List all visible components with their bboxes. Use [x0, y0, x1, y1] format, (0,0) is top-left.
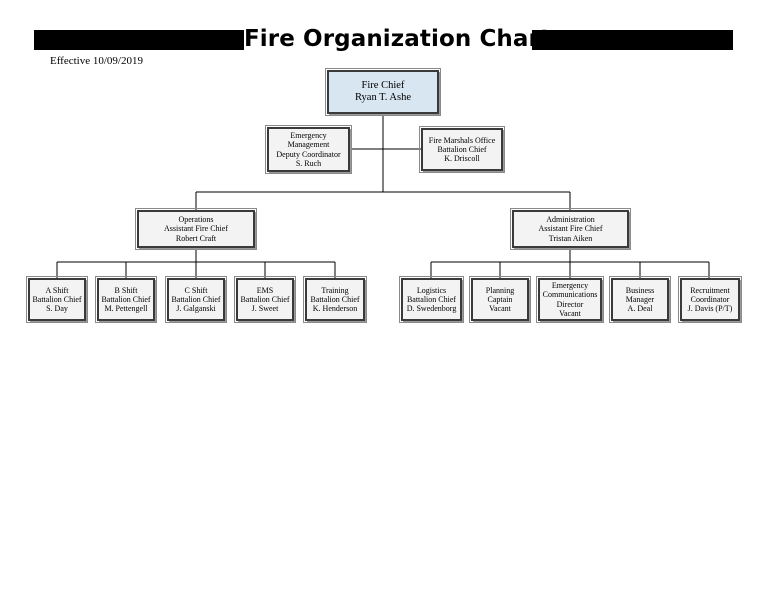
- node-emergency-management-label: Emergency Management Deputy Coordinator …: [276, 130, 341, 168]
- node-b-shift-label: B Shift Battalion Chief M. Pettengell: [101, 285, 151, 314]
- node-recruitment: Recruitment Coordinator J. Davis (P/T): [678, 276, 742, 323]
- node-emergency-communications-label: Emergency Communications Director Vacant: [542, 280, 598, 318]
- node-ems: EMS Battalion Chief J. Sweet: [234, 276, 296, 323]
- node-fire-chief: Fire Chief Ryan T. Ashe: [325, 68, 441, 116]
- node-logistics: Logistics Battalion Chief D. Swedenborg: [399, 276, 464, 323]
- node-a-shift: A Shift Battalion Chief S. Day: [26, 276, 88, 323]
- node-business: Business Manager A. Deal: [609, 276, 671, 323]
- node-business-label: Business Manager A. Deal: [625, 285, 655, 314]
- node-fire-marshals-office: Fire Marshals Office Battalion Chief K. …: [419, 126, 505, 173]
- effective-date: Effective 10/09/2019: [50, 55, 143, 67]
- node-planning-label: Planning Captain Vacant: [485, 285, 515, 314]
- node-recruitment-label: Recruitment Coordinator J. Davis (P/T): [687, 285, 733, 314]
- node-c-shift: C Shift Battalion Chief J. Galganski: [165, 276, 227, 323]
- node-operations: Operations Assistant Fire Chief Robert C…: [135, 208, 257, 250]
- node-emergency-management: Emergency Management Deputy Coordinator …: [265, 125, 352, 174]
- chart-title: Fire Organization Chart: [244, 26, 552, 52]
- node-logistics-label: Logistics Battalion Chief D. Swedenborg: [406, 285, 457, 314]
- node-ems-label: EMS Battalion Chief J. Sweet: [240, 285, 290, 314]
- node-operations-label: Operations Assistant Fire Chief Robert C…: [164, 215, 228, 243]
- node-emergency-communications: Emergency Communications Director Vacant: [536, 276, 604, 323]
- node-fire-chief-label: Fire Chief Ryan T. Ashe: [354, 80, 412, 103]
- node-administration: Administration Assistant Fire Chief Tris…: [510, 208, 631, 250]
- title-bar-right: [532, 30, 733, 50]
- node-a-shift-label: A Shift Battalion Chief S. Day: [32, 285, 82, 314]
- node-training-label: Training Battalion Chief K. Henderson: [310, 285, 360, 314]
- node-planning: Planning Captain Vacant: [469, 276, 531, 323]
- node-administration-label: Administration Assistant Fire Chief Tris…: [538, 215, 603, 243]
- node-fire-marshals-office-label: Fire Marshals Office Battalion Chief K. …: [428, 135, 496, 164]
- node-c-shift-label: C Shift Battalion Chief J. Galganski: [171, 285, 221, 314]
- node-b-shift: B Shift Battalion Chief M. Pettengell: [95, 276, 157, 323]
- title-bar-left: [34, 30, 244, 50]
- node-training: Training Battalion Chief K. Henderson: [303, 276, 367, 323]
